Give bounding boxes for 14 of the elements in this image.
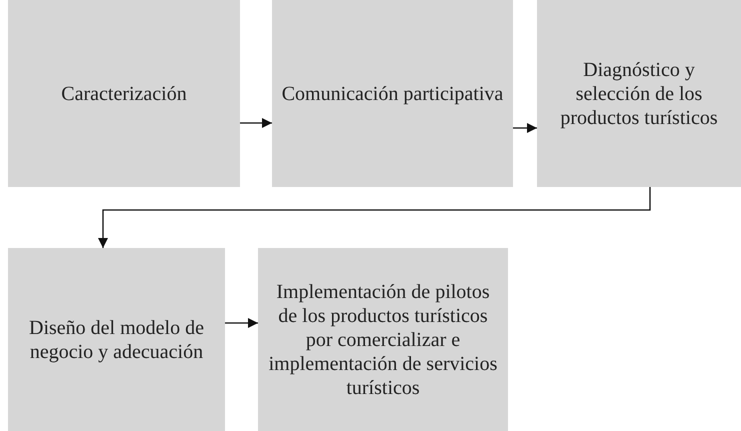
arrow bbox=[98, 187, 651, 248]
process-box bbox=[8, 0, 240, 187]
arrow bbox=[225, 318, 258, 328]
process-box bbox=[258, 248, 508, 431]
box-label: Caracterización bbox=[61, 82, 187, 106]
arrow bbox=[240, 118, 272, 128]
process-box bbox=[537, 0, 741, 187]
box-label: Comunicación participativa bbox=[282, 82, 504, 106]
box-label: Implementación de pilotos de los productos turísticos por comercializar e implementación de servicios turísticos bbox=[268, 280, 498, 400]
process-box bbox=[272, 0, 513, 187]
box-label: Diagnóstico y selección de los productos turísticos bbox=[559, 58, 719, 130]
process-box bbox=[8, 248, 225, 431]
box-label: Diseño del modelo de negocio y adecuación bbox=[28, 316, 205, 364]
arrow bbox=[513, 123, 537, 133]
